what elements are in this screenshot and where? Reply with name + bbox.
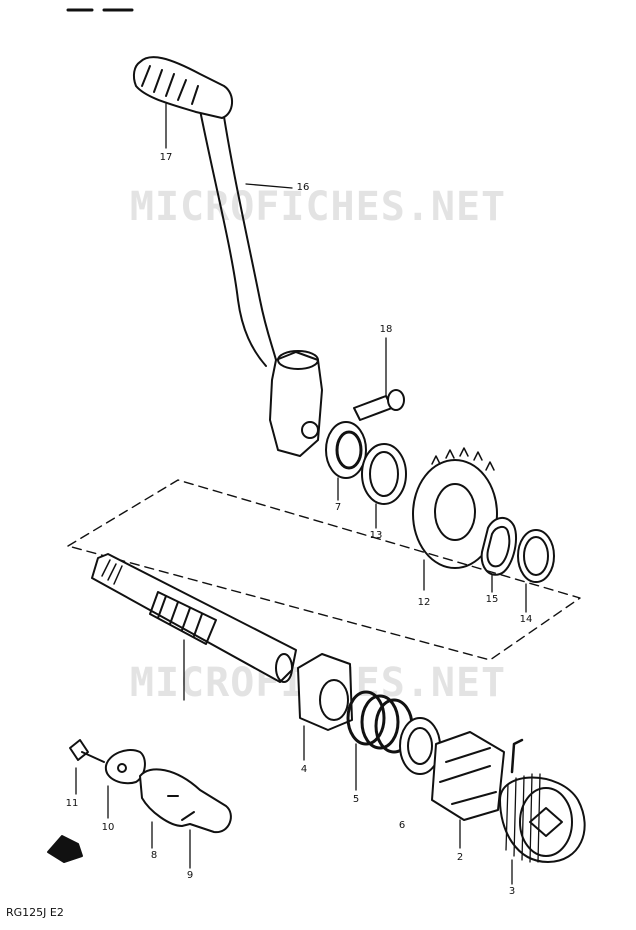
callout-16: 16 xyxy=(296,182,310,193)
callout-14: 14 xyxy=(519,614,533,625)
callout-2: 2 xyxy=(456,852,464,863)
kick-lever xyxy=(199,103,323,457)
kick-gear xyxy=(412,447,498,569)
callout-11: 11 xyxy=(65,798,79,809)
washer-13 xyxy=(361,443,407,505)
callout-3: 3 xyxy=(508,886,516,897)
circlip-15 xyxy=(480,517,518,576)
spring-guide xyxy=(431,731,505,821)
stopper-plate xyxy=(139,768,232,834)
kick-guide xyxy=(297,653,353,731)
assembly-outline xyxy=(67,479,581,661)
stopper-washer xyxy=(104,748,146,785)
drawing-code: RG125J E2 xyxy=(6,906,64,919)
callout-10: 10 xyxy=(101,822,115,833)
callout-7: 7 xyxy=(334,502,342,513)
leader-lines xyxy=(75,103,527,885)
return-spring xyxy=(499,738,586,863)
callout-15: 15 xyxy=(485,594,499,605)
guide-spring xyxy=(346,690,414,754)
callout-18: 18 xyxy=(379,324,393,335)
callout-8: 8 xyxy=(150,850,158,861)
kick-shaft xyxy=(91,553,297,683)
washer-14 xyxy=(517,529,555,583)
lever-bolt xyxy=(353,389,405,421)
callout-13: 13 xyxy=(369,530,383,541)
oil-seal xyxy=(325,421,367,479)
callout-6: 6 xyxy=(398,820,406,831)
stopper-bolt xyxy=(69,739,105,763)
callout-5: 5 xyxy=(352,794,360,805)
watermark-top: MICROFICHES.NET xyxy=(129,184,507,230)
callout-17: 17 xyxy=(159,152,173,163)
callout-4: 4 xyxy=(300,764,308,775)
callout-9: 9 xyxy=(186,870,194,881)
callout-12: 12 xyxy=(417,597,431,608)
front-arrow-icon xyxy=(47,835,83,863)
kick-grip xyxy=(132,56,233,119)
